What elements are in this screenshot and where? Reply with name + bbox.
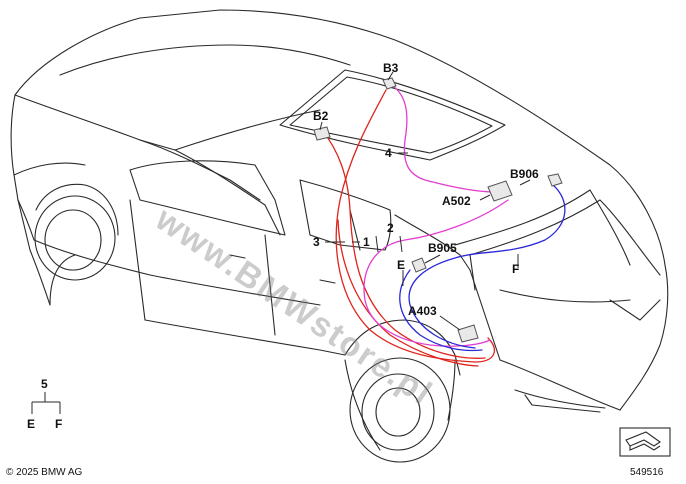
label-f: F xyxy=(512,262,520,276)
connector-b905 xyxy=(411,257,427,273)
label-b905: B905 xyxy=(428,241,457,255)
connector-a403 xyxy=(457,324,479,343)
legend-tree xyxy=(31,392,61,414)
label-b3: B3 xyxy=(383,61,399,75)
car-outline xyxy=(10,9,669,463)
label-a403: A403 xyxy=(408,304,437,318)
leader-lines xyxy=(319,71,531,331)
label-2: 2 xyxy=(387,221,394,235)
connector-a502 xyxy=(487,180,513,202)
label-3: 3 xyxy=(313,235,320,249)
connector-b906 xyxy=(547,173,563,187)
label-4: 4 xyxy=(385,146,392,160)
copyright: © 2025 BMW AG xyxy=(6,467,83,478)
legend-right: F xyxy=(55,417,63,431)
label-1: 1 xyxy=(363,235,370,249)
wire-harness xyxy=(321,84,566,367)
label-e: E xyxy=(397,258,406,272)
connector-b2 xyxy=(313,126,331,141)
label-b2: B2 xyxy=(313,109,329,123)
connectors xyxy=(313,77,563,343)
legend-left: E xyxy=(27,417,36,431)
label-b906: B906 xyxy=(510,167,539,181)
label-a502: A502 xyxy=(442,194,471,208)
view-direction-icon xyxy=(619,427,671,457)
diagram-number: 549516 xyxy=(630,467,664,478)
legend-number: 5 xyxy=(41,377,48,391)
